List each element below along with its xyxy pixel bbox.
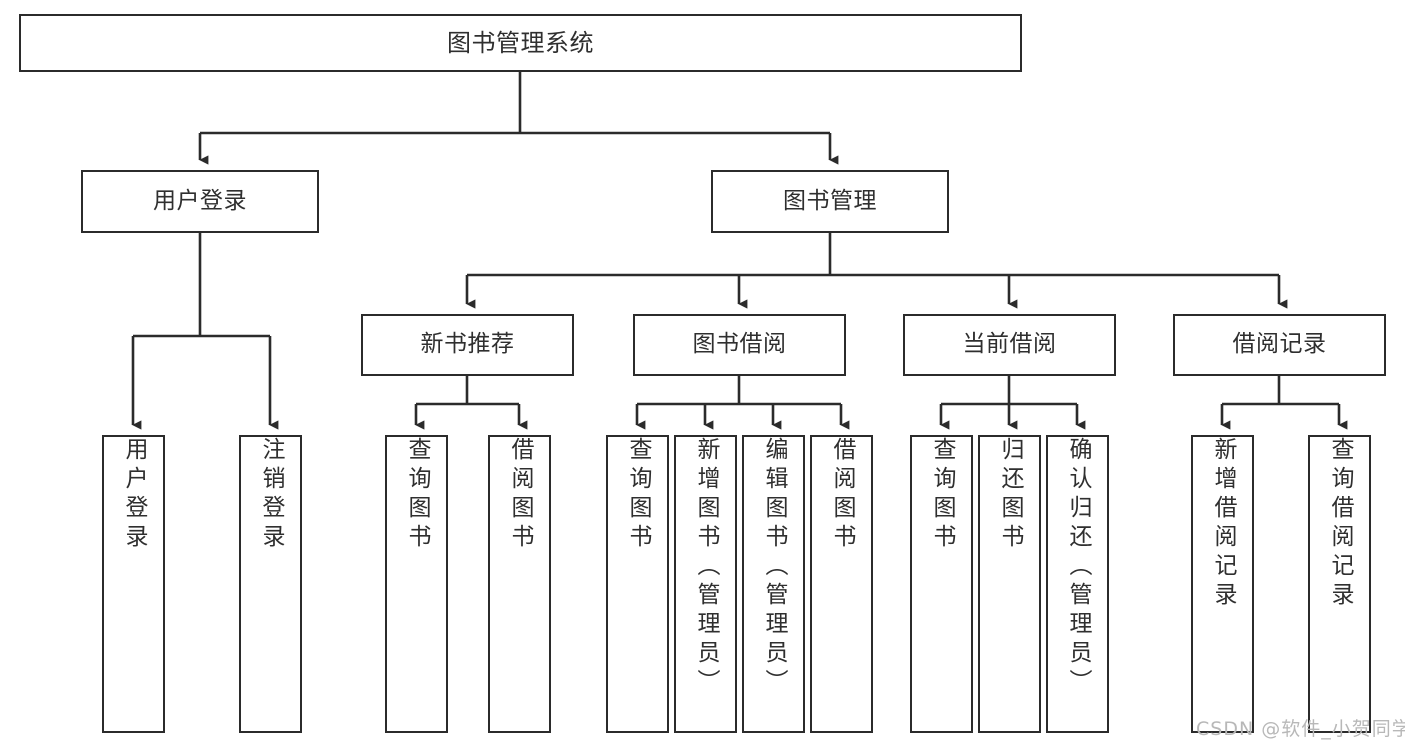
node-label: 编辑图书（管理员） [761, 437, 787, 698]
leaf-add-borrow-record[interactable]: 新增借阅记录 [1191, 435, 1254, 733]
leaf-query-book-current[interactable]: 查询图书 [910, 435, 973, 733]
leaf-query-book-recommend[interactable]: 查询图书 [385, 435, 448, 733]
node-label: 新增借阅记录 [1210, 437, 1236, 611]
leaf-return-book[interactable]: 归还图书 [978, 435, 1041, 733]
node-label: 查询图书 [929, 437, 955, 553]
node-root-book-management-system[interactable]: 图书管理系统 [19, 14, 1022, 72]
node-label: 确认归还（管理员） [1065, 437, 1091, 698]
node-label: 当前借阅 [962, 331, 1057, 358]
node-new-book-recommendation[interactable]: 新书推荐 [361, 314, 574, 376]
node-label: 用户登录 [121, 437, 147, 553]
node-book-management[interactable]: 图书管理 [711, 170, 949, 233]
node-label: 归还图书 [997, 437, 1023, 553]
node-label: 新书推荐 [420, 331, 515, 358]
node-label: 查询借阅记录 [1327, 437, 1353, 611]
node-label: 借阅图书 [829, 437, 855, 553]
node-label: 新增图书（管理员） [693, 437, 719, 698]
node-borrowing-record[interactable]: 借阅记录 [1173, 314, 1386, 376]
node-label: 借阅记录 [1232, 331, 1327, 358]
node-label: 注销登录 [258, 437, 284, 553]
leaf-edit-book-admin[interactable]: 编辑图书（管理员） [742, 435, 805, 733]
leaf-logout[interactable]: 注销登录 [239, 435, 302, 733]
leaf-add-book-admin[interactable]: 新增图书（管理员） [674, 435, 737, 733]
node-label: 查询图书 [404, 437, 430, 553]
node-current-borrowing[interactable]: 当前借阅 [903, 314, 1116, 376]
leaf-borrow-book-recommend[interactable]: 借阅图书 [488, 435, 551, 733]
node-label: 借阅图书 [507, 437, 533, 553]
watermark-text: CSDN @软件_小贺同学 [1196, 718, 1405, 740]
node-label: 用户登录 [153, 187, 247, 214]
leaf-query-borrow-record[interactable]: 查询借阅记录 [1308, 435, 1371, 733]
node-label: 图书借阅 [692, 331, 787, 358]
leaf-query-book-borrow[interactable]: 查询图书 [606, 435, 669, 733]
node-user-login[interactable]: 用户登录 [81, 170, 319, 233]
leaf-borrow-book[interactable]: 借阅图书 [810, 435, 873, 733]
node-book-borrowing[interactable]: 图书借阅 [633, 314, 846, 376]
node-label: 图书管理 [783, 187, 877, 214]
node-label: 图书管理系统 [447, 28, 594, 57]
leaf-user-login[interactable]: 用户登录 [102, 435, 165, 733]
node-label: 查询图书 [625, 437, 651, 553]
leaf-confirm-return-admin[interactable]: 确认归还（管理员） [1046, 435, 1109, 733]
